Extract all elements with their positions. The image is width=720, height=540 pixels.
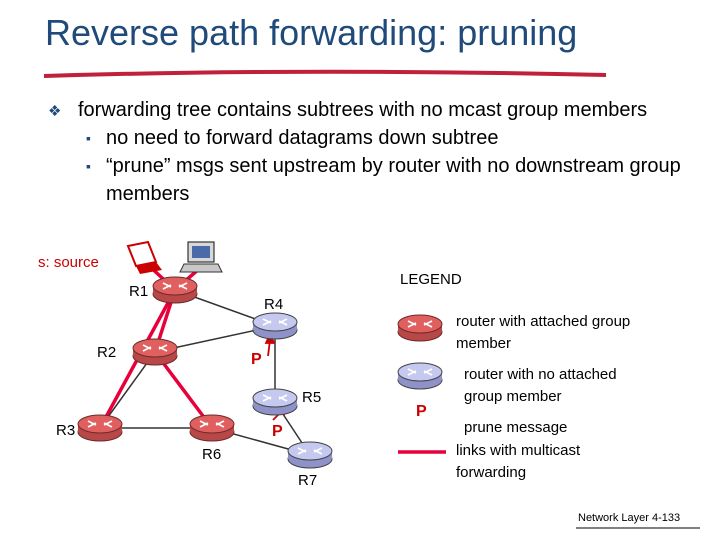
router-r7-icon [287,441,333,469]
legend-links-text: links with multicast forwarding [456,442,581,481]
title-underline [43,69,607,78]
source-label: s: source [38,254,99,271]
bullet-list: ❖ forwarding tree contains subtrees with… [48,96,688,208]
router-r6-icon [189,414,235,442]
router-label-r3: R3 [56,422,76,439]
legend-member-text: router with attached group member [456,313,631,352]
router-label-r2: R2 [97,344,117,361]
router-label-r5: R5 [302,389,322,406]
host-computer-icon [179,241,223,273]
square-bullet-icon: ▪ [86,158,91,174]
legend-nonmember-router-icon [397,362,443,390]
footer: Network Layer 4-133 [578,512,680,524]
square-bullet-icon: ▪ [86,130,91,146]
router-r1-icon [152,276,198,304]
sub-bullet-1-text: no need to forward datagrams down subtre… [106,127,499,149]
legend-member-router-icon [397,314,443,342]
legend-prune-text: prune message [464,419,568,436]
prune-mark-r5: P [272,423,283,440]
footer-page: 4-133 [651,512,681,524]
router-label-r6: R6 [202,446,222,463]
router-r2-icon [132,338,178,366]
bullet-main-text: forwarding tree contains subtrees with n… [78,99,648,121]
legend-nonmember-text: router with no attached group member [464,366,617,405]
router-label-r7: R7 [298,472,318,489]
footer-text: Network Layer [578,512,649,524]
bullet-main: ❖ forwarding tree contains subtrees with… [48,96,688,124]
source-laptop-icon [126,240,162,274]
mlink-r2-r6 [153,350,214,430]
router-r4-icon [252,312,298,340]
slide-title: Reverse path forwarding: pruning [45,12,578,53]
router-label-r1: R1 [129,283,149,300]
router-label-r4: R4 [264,296,284,313]
sub-bullet-2: ▪ “prune” msgs sent upstream by router w… [48,152,688,208]
prune-mark-r4: P [251,351,262,368]
bullet-arrow-icon: ❖ [48,103,62,120]
legend-prune-symbol: P [416,403,427,420]
sub-bullet-1: ▪ no need to forward datagrams down subt… [48,124,688,152]
legend-title: LEGEND [400,271,462,288]
router-r5-icon [252,388,298,416]
sub-bullet-2-text: “prune” msgs sent upstream by router wit… [106,155,681,205]
router-r3-icon [77,414,123,442]
